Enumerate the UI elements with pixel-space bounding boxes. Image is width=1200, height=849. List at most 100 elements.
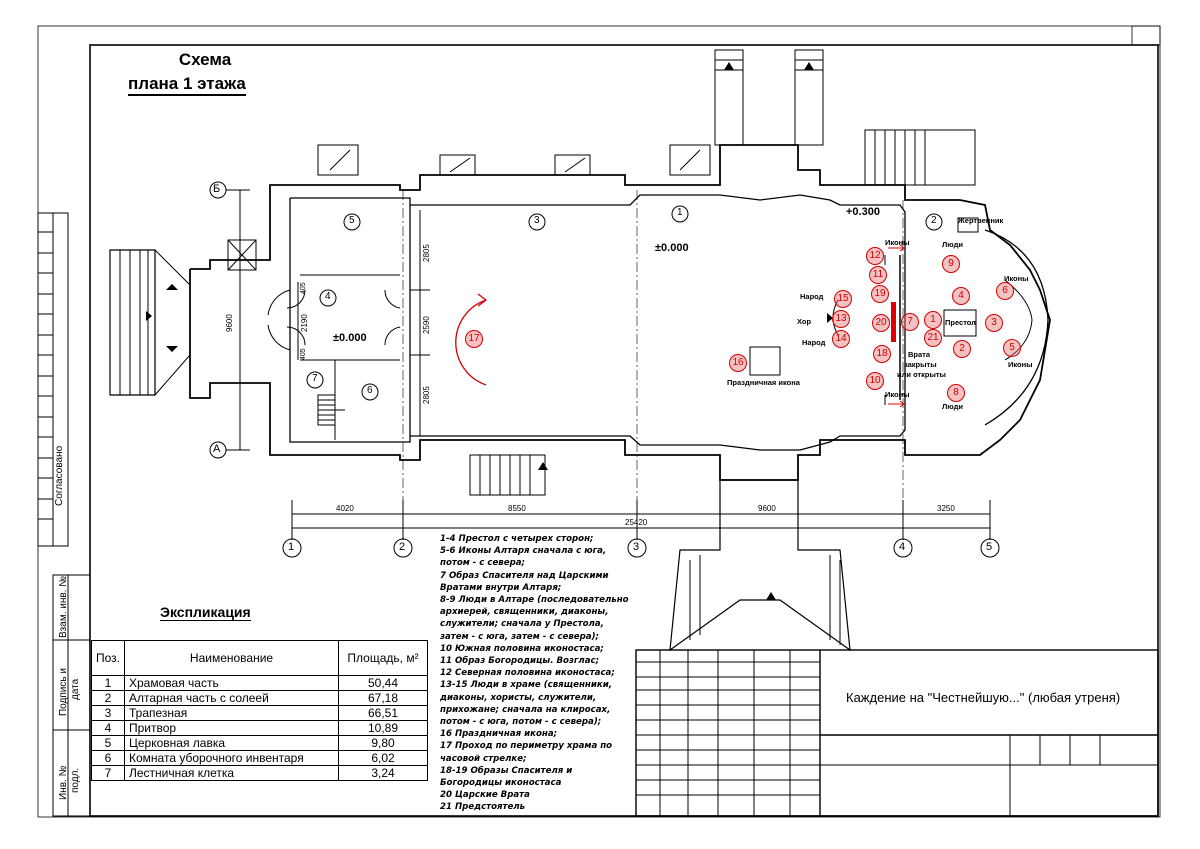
label-choir: Хор [797,317,812,326]
dim-3250: 3250 [937,504,955,513]
row-name: Трапезная [124,705,339,721]
plan-title-line1: Схема [178,50,232,69]
row-name: Лестничная клетка [124,765,339,781]
row-name: Церковная лавка [124,735,339,751]
marker-18: 18 [873,345,891,363]
marker-21: 21 [924,329,942,347]
label-gates-3: или открыты [897,370,946,379]
axis-row-top: Б [213,183,221,195]
axis-col-2: 2 [399,541,406,553]
marker-19: 19 [871,285,889,303]
marker-6: 6 [996,282,1014,300]
legend-item: 16 Праздничная икона; [440,729,558,740]
legend-item: 1-4 Престол с четырех сторон; [440,534,594,544]
legend-item: 13-15 Люди в храме (священники, диаконы,… [440,680,613,728]
table-header: Поз. Наименование Площадь, м² [91,640,428,676]
dim-2190: 2190 [300,314,309,332]
label-festive-icon: Праздничная икона [727,378,800,387]
label-icons-bottom: Иконы [885,390,910,399]
label-people-narod-bottom: Народ [802,338,826,347]
inv-label-b: подл. [70,767,81,793]
legend-item: 7 Образ Спасителя над Царскими Вратами в… [440,570,609,593]
approved-label: Согласовано [54,445,65,506]
dim-total: 25420 [625,518,648,527]
axis-col-4: 4 [899,541,906,553]
room-1: 1 [677,207,683,218]
marker-20: 20 [872,314,890,332]
legend-item: 20 Царские Врата [440,790,530,801]
marker-3: 3 [985,314,1003,332]
legend-item: 12 Северная половина иконостаса; [440,668,615,679]
label-people-top: Люди [942,240,963,249]
row-area: 50,44 [338,675,428,691]
header-area: Площадь, м² [338,640,428,676]
marker-2: 2 [953,340,971,358]
marker-14: 14 [832,330,850,348]
dim-2805-bottom: 2805 [422,386,431,404]
room-7: 7 [312,373,318,384]
room-6: 6 [367,385,373,396]
level-main: ±0.000 [655,242,689,254]
header-name: Наименование [124,640,339,676]
plan-title-line2: плана 1 этажа [128,74,246,96]
axis-col-1: 1 [288,541,295,553]
stamp-title: Каждение на "Честнейшую..." (любая утрен… [846,690,1121,705]
label-people-bottom: Люди [942,402,963,411]
label-zhertvennik: Жертвенник [958,216,1004,225]
label-icons-right-top: Иконы [1004,274,1029,283]
legend-item: 11 Образ Богородицы. Возглас; [440,656,600,667]
row-pos: 6 [91,750,125,766]
marker-4: 4 [952,287,970,305]
marker-9: 9 [942,255,960,273]
inv-label-a: Инв. № [58,765,69,800]
axis-col-3: 3 [633,541,640,553]
legend-item: 5-6 Иконы Алтаря сначала с юга, потом - … [440,546,607,569]
marker-1: 1 [924,311,942,329]
room-3: 3 [534,215,540,226]
legend-item: 10 Южная половина иконостаса; [440,643,604,654]
row-area: 9,80 [338,735,428,751]
dim-405-bottom: 405 [300,348,307,360]
vzam-label: Взам. инв. № [58,576,69,638]
dim-9600: 9600 [758,504,776,513]
marker-10: 10 [866,372,884,390]
axis-col-5: 5 [986,541,993,553]
legend: 1-4 Престол с четырех сторон; 5-6 Иконы … [440,533,630,814]
row-pos: 5 [91,735,125,751]
legend-item: 17 Проход по периметру храма по часовой … [440,741,613,764]
room-2: 2 [931,215,937,226]
legend-item: 21 Предстоятель [440,802,526,813]
marker-7: 7 [901,313,919,331]
level-altar: +0.300 [846,206,880,218]
label-icons-top: Иконы [885,238,910,247]
row-area: 10,89 [338,720,428,736]
label-prestol: Престол [945,318,976,327]
label-gates-1: Врата [908,350,931,359]
row-name: Храмовая часть [124,675,339,691]
marker-17: 17 [465,330,483,348]
signature-date-label-b: дата [70,678,81,700]
room-4: 4 [325,291,331,302]
marker-5: 5 [1003,339,1021,357]
dim-405-top: 405 [300,282,307,294]
marker-8: 8 [947,384,965,402]
row-area: 67,18 [338,690,428,706]
axis-row-bottom: А [213,443,221,455]
dim-8550: 8550 [508,504,526,513]
row-pos: 4 [91,720,125,736]
marker-16: 16 [729,354,747,372]
row-area: 66,51 [338,705,428,721]
label-icons-right-bottom: Иконы [1008,360,1033,369]
room-5: 5 [349,215,355,226]
dim-2805-top: 2805 [422,244,431,262]
level-narthex: ±0.000 [333,332,367,344]
